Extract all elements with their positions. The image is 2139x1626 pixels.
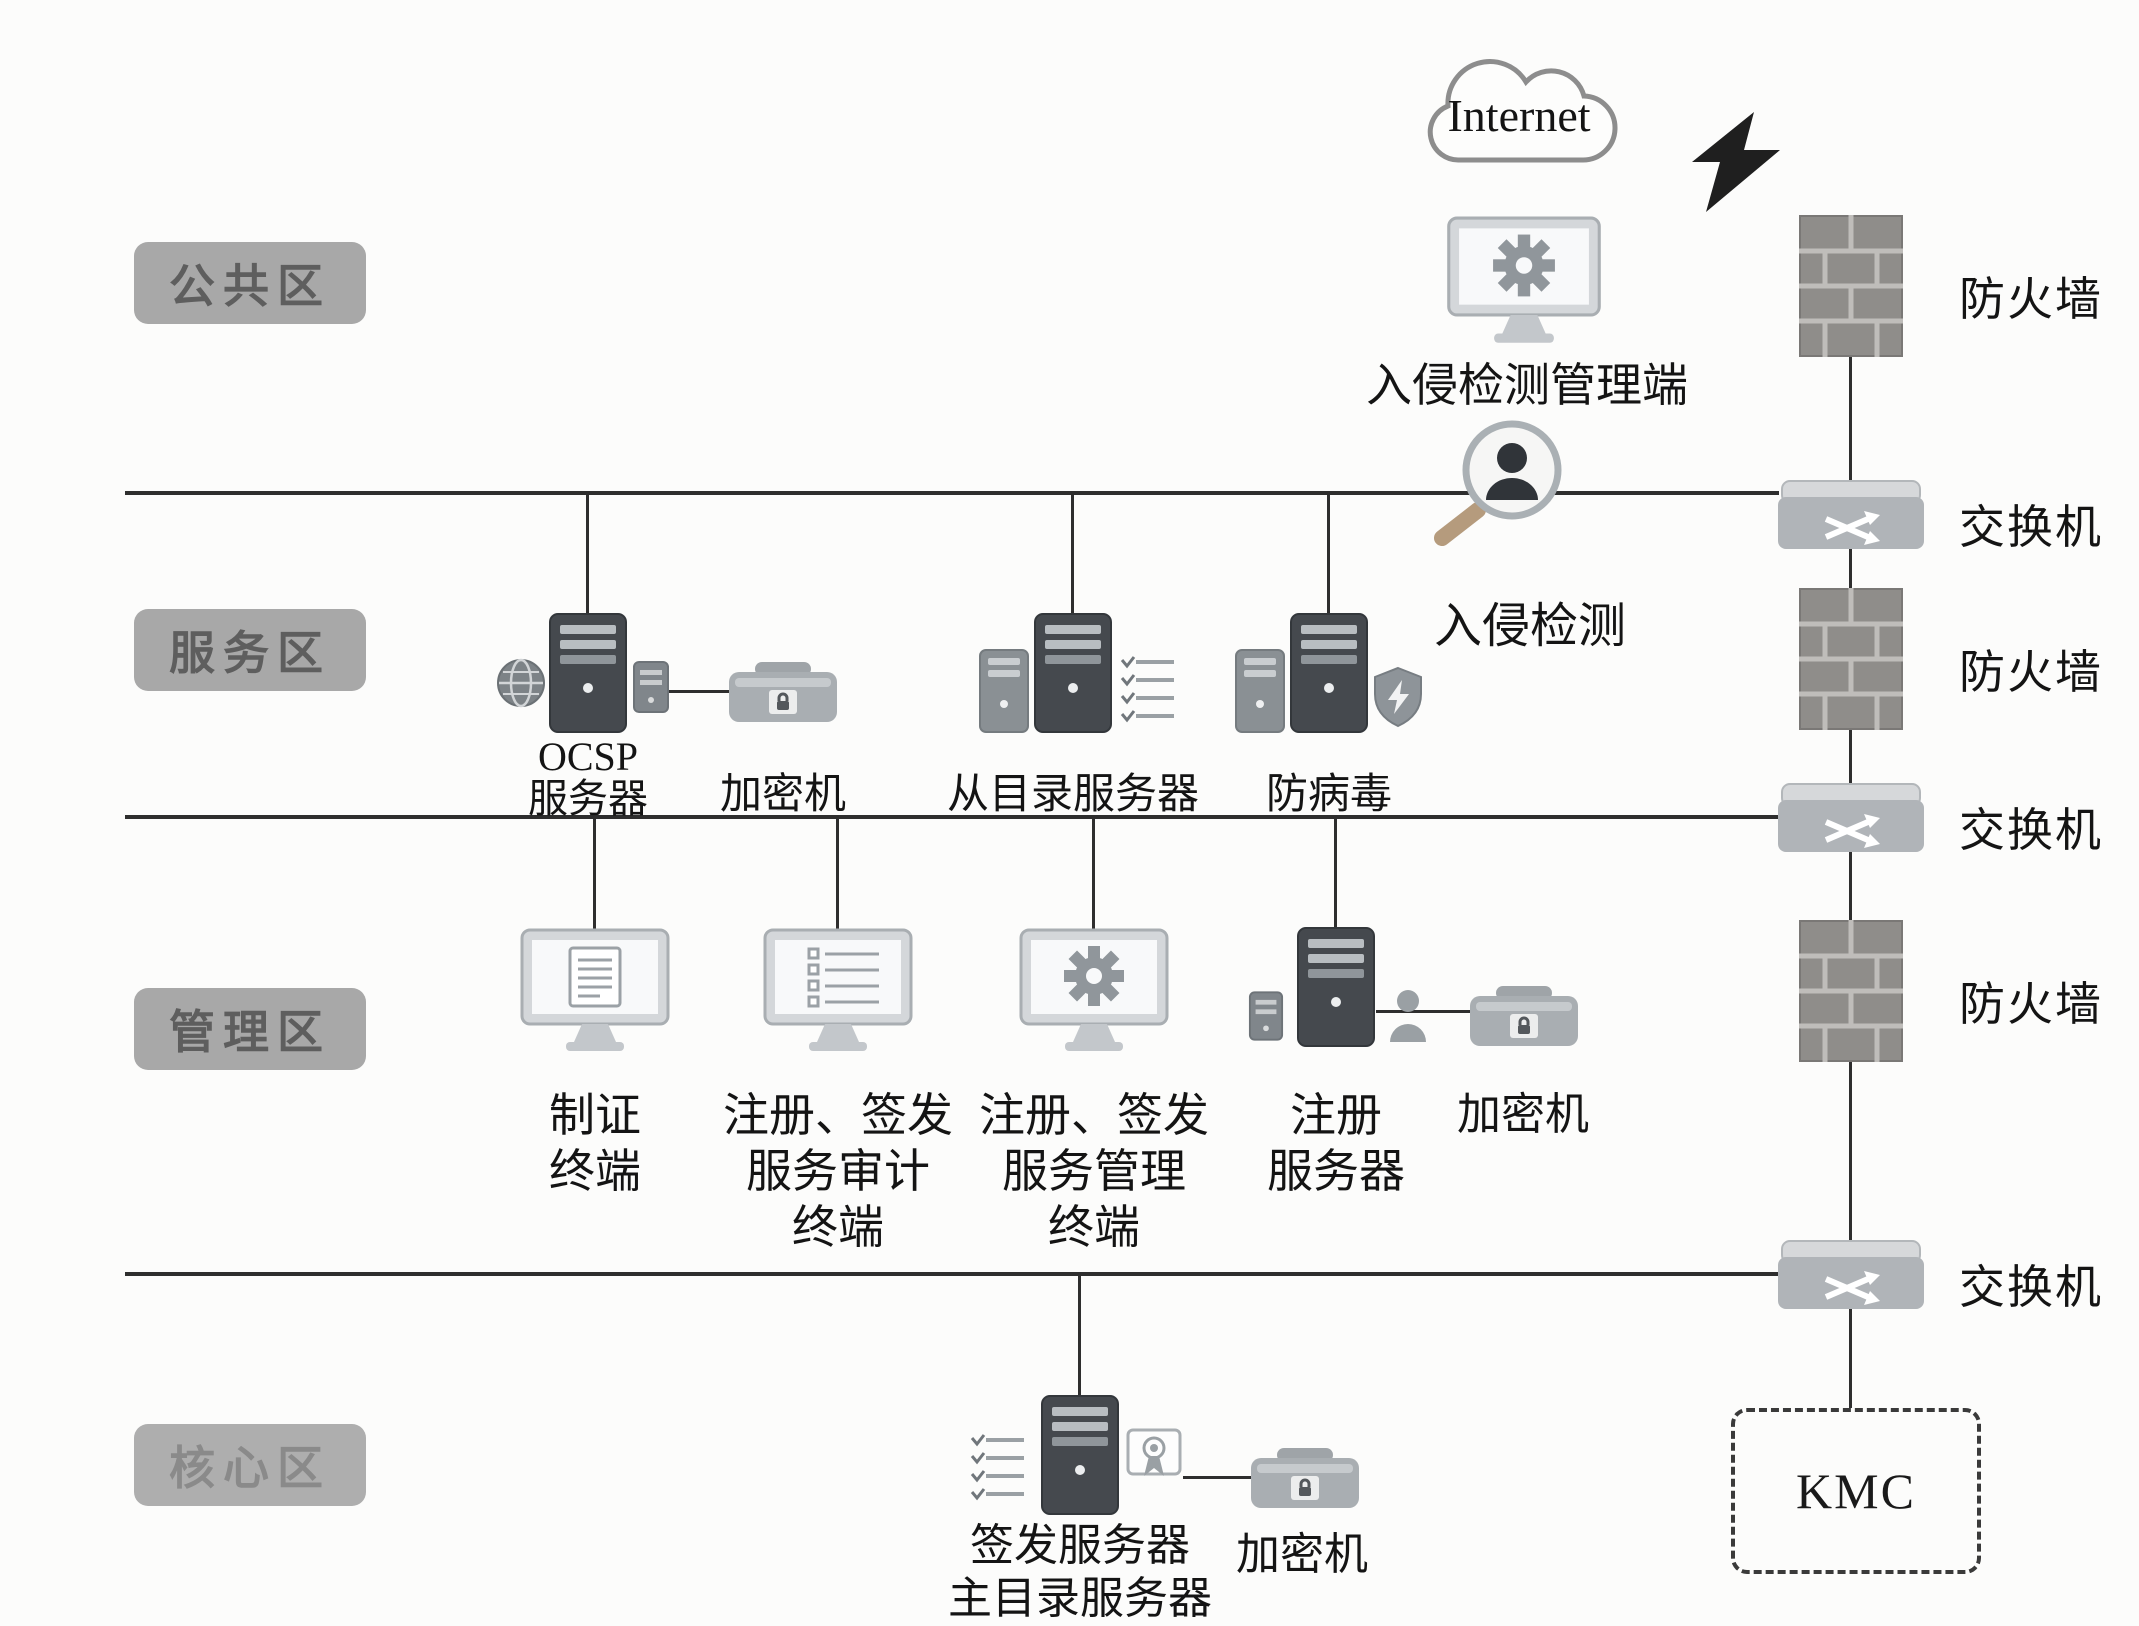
mgmt-terminal-icon <box>1019 928 1169 1058</box>
antivirus-secondary-server-icon <box>1234 648 1286 734</box>
directory-checklist-icon <box>1120 652 1176 728</box>
ids-label: 入侵检测 <box>1433 600 1627 653</box>
issuing-checklist-icon <box>970 1430 1026 1506</box>
directory-secondary-server-icon <box>978 648 1030 734</box>
antivirus-label: 防病毒 <box>1265 772 1393 818</box>
ocsp-server-icon <box>548 612 628 734</box>
kmc-label: KMC <box>1796 1463 1916 1519</box>
drop-line-cert-terminal <box>593 817 596 930</box>
zone-label-core: 核心区 <box>134 1424 366 1506</box>
directory-server-icon <box>1033 612 1113 734</box>
firewall-1-icon <box>1799 215 1903 357</box>
reg-server-drive-icon <box>1248 990 1284 1042</box>
drop-line-ocsp <box>586 491 589 616</box>
antivirus-server-icon <box>1289 612 1369 734</box>
firewall-1-label: 防火墙 <box>1959 274 2103 325</box>
kmc-box: KMC <box>1731 1408 1981 1574</box>
shield-icon <box>1372 666 1424 728</box>
drop-line-audit-terminal <box>836 817 839 930</box>
switch-3-icon <box>1776 1237 1926 1311</box>
ocsp-server-label: OCSP 服务器 <box>528 734 648 821</box>
reg-server-icon <box>1296 926 1376 1048</box>
drop-line-reg-server <box>1334 817 1337 930</box>
switch-1-label: 交换机 <box>1959 502 2103 553</box>
ocsp-drive-icon <box>632 660 670 714</box>
core-hsm-label: 加密机 <box>1236 1530 1368 1579</box>
firewall-3-icon <box>1799 920 1903 1062</box>
audit-terminal-icon <box>763 928 913 1058</box>
switch-1-icon <box>1776 477 1926 551</box>
management-hsm-label: 加密机 <box>1457 1090 1589 1139</box>
firewall-2-label: 防火墙 <box>1959 647 2103 698</box>
link-reg-hsm <box>1376 1010 1470 1013</box>
audit-terminal-label: 注册、签发 服务审计 终端 <box>723 1090 953 1254</box>
firewall-2-icon <box>1799 588 1903 730</box>
zone-label-management: 管理区 <box>134 988 366 1070</box>
certificate-icon <box>1126 1428 1182 1490</box>
service-hsm-label: 加密机 <box>719 772 847 818</box>
bus-line-management-core <box>125 1272 1779 1276</box>
zone-label-service: 服务区 <box>134 609 366 691</box>
switch-3-label: 交换机 <box>1959 1262 2103 1313</box>
internet-label: Internet <box>1447 90 1591 141</box>
bus-line-service-management <box>125 815 1779 819</box>
ids-console-label: 入侵检测管理端 <box>1366 360 1688 411</box>
core-hsm-icon <box>1249 1446 1361 1510</box>
person-icon <box>1388 988 1428 1044</box>
ids-console-icon <box>1446 216 1602 350</box>
globe-icon <box>496 658 546 708</box>
edge-column-line <box>1849 350 1852 1410</box>
ids-magnifier-icon <box>1424 408 1574 556</box>
switch-2-icon <box>1776 780 1926 854</box>
directory-server-label: 从目录服务器 <box>946 772 1200 818</box>
cert-terminal-label: 制证 终端 <box>549 1090 641 1198</box>
drop-line-issuing-server <box>1078 1274 1081 1396</box>
zone-label-public: 公共区 <box>134 242 366 324</box>
service-hsm-icon <box>727 660 839 724</box>
lightning-bolt-icon <box>1692 112 1784 212</box>
mgmt-terminal-label: 注册、签发 服务管理 终端 <box>979 1090 1209 1254</box>
drop-line-directory <box>1071 491 1074 616</box>
switch-2-label: 交换机 <box>1959 805 2103 856</box>
link-issuing-hsm <box>1183 1476 1251 1479</box>
issuing-server-icon <box>1040 1394 1120 1516</box>
reg-server-label: 注册 服务器 <box>1267 1090 1405 1198</box>
drop-line-mgmt-terminal <box>1092 817 1095 930</box>
bus-line-public-service <box>125 491 1779 495</box>
issuing-server-label: 签发服务器 主目录服务器 <box>948 1521 1212 1623</box>
management-hsm-icon <box>1468 984 1580 1048</box>
cert-terminal-icon <box>520 928 670 1058</box>
drop-line-antivirus <box>1327 491 1330 616</box>
firewall-3-label: 防火墙 <box>1959 979 2103 1030</box>
link-ocsp-hsm <box>668 690 730 693</box>
